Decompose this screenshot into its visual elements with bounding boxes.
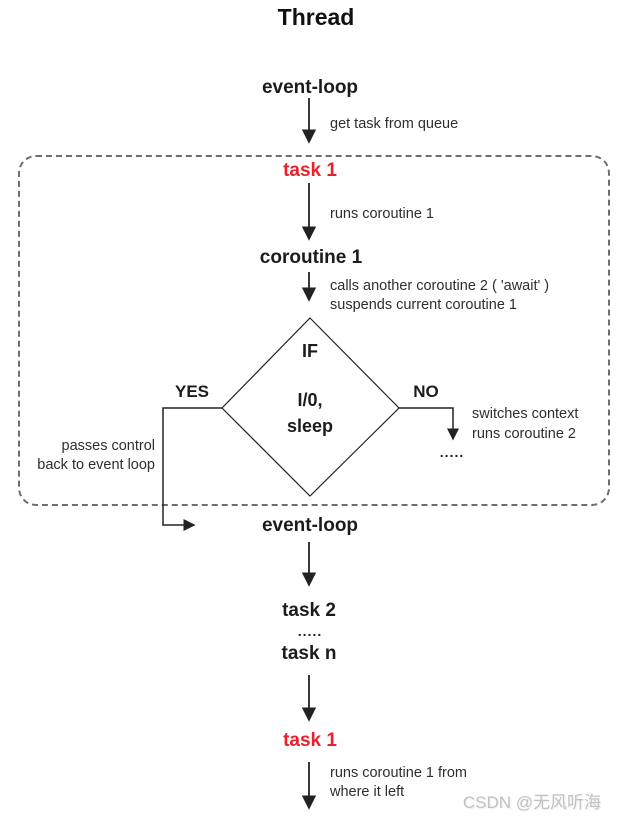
label-runs-from: runs coroutine 1 from where it left bbox=[330, 764, 467, 802]
no-branch-ellipsis: ..... bbox=[439, 444, 465, 460]
no-label: NO bbox=[413, 382, 439, 401]
label-runs-coroutine1: runs coroutine 1 bbox=[330, 206, 434, 222]
label-switches-context-line2: runs coroutine 2 bbox=[472, 426, 576, 442]
task-list-ellipsis: ..... bbox=[297, 623, 323, 639]
node-taskn: task n bbox=[281, 643, 337, 664]
label-switches-context-line1: switches context bbox=[472, 406, 579, 422]
node-coroutine1: coroutine 1 bbox=[259, 247, 363, 268]
yes-branch-connector bbox=[162, 407, 222, 531]
node-task1-top: task 1 bbox=[283, 160, 337, 181]
csdn-watermark: CSDN @无风听海 bbox=[462, 793, 601, 812]
node-task1-bottom: task 1 bbox=[283, 730, 337, 751]
label-calls-await-line2: suspends current coroutine 1 bbox=[330, 297, 517, 313]
node-io-sleep: I/0, sleep bbox=[287, 387, 333, 439]
node-event-loop-bottom: event-loop bbox=[261, 515, 359, 536]
label-runs-from-line1: runs coroutine 1 from bbox=[330, 765, 468, 781]
if-decision-diamond bbox=[221, 317, 400, 497]
node-if-label: IF bbox=[302, 341, 318, 361]
label-passes-control-line1: passes control bbox=[61, 438, 156, 454]
diagram-title: Thread bbox=[277, 4, 355, 30]
label-passes-control: passes control back to event loop bbox=[0, 437, 155, 475]
label-switches-context: switches context runs coroutine 2 bbox=[472, 404, 578, 444]
node-event-loop-top: event-loop bbox=[261, 77, 359, 98]
label-passes-control-line2: back to event loop bbox=[37, 457, 155, 473]
io-line2: sleep bbox=[286, 416, 334, 436]
thread-boundary-box bbox=[18, 155, 610, 506]
io-line1: I/0, bbox=[297, 390, 323, 410]
node-task2: task 2 bbox=[282, 600, 336, 621]
label-get-task: get task from queue bbox=[330, 116, 459, 132]
label-calls-await-line1: calls another coroutine 2 ( 'await' ) bbox=[330, 278, 550, 294]
no-branch-connector bbox=[399, 407, 459, 441]
yes-label: YES bbox=[174, 382, 210, 401]
label-runs-from-line2: where it left bbox=[330, 784, 405, 800]
label-calls-await: calls another coroutine 2 ( 'await' ) su… bbox=[330, 277, 549, 315]
